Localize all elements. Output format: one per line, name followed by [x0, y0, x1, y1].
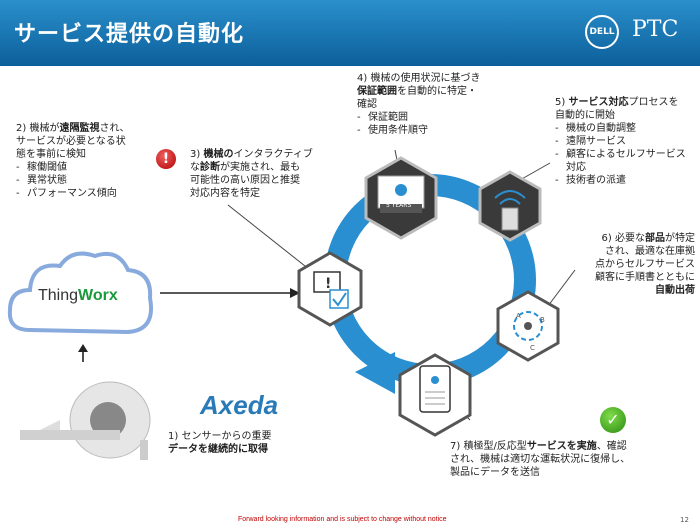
- step2-text: 2) 機械が遠隔監視され、 サービスが必要となる状 態を事前に検知 稼働閾値 異…: [16, 122, 166, 200]
- check-icon: ✓: [600, 407, 626, 433]
- step4-text: 4) 機械の使用状況に基づき 保証範囲を自動的に特定・ 確認 保証範囲 使用条件…: [357, 72, 517, 137]
- step4-list: 保証範囲 使用条件順守: [357, 111, 517, 137]
- warranty-label: 5 YEARS: [386, 202, 412, 209]
- list-item: 使用条件順守: [357, 124, 517, 137]
- hex-warranty: [364, 156, 438, 240]
- connector-arrowhead: [290, 288, 300, 298]
- page-title: サービス提供の自動化: [14, 22, 245, 47]
- parts-label-c: C: [530, 344, 535, 352]
- alert-icon: !: [156, 149, 176, 169]
- list-item: 保証範囲: [357, 111, 517, 124]
- list-item: 稼働閾値: [16, 161, 166, 174]
- footer-notice: Forward looking information and is subje…: [238, 516, 447, 523]
- cycle-arrowhead: [355, 352, 395, 394]
- pointer-step3: [227, 204, 311, 271]
- cycle-gap: [320, 352, 392, 398]
- parts-label-b: B: [540, 316, 545, 324]
- step6-text: 6) 必要な部品が特定 され、最適な在庫拠 点からセルフサービス 顧客に手順書と…: [595, 233, 695, 296]
- dell-logo: DELL: [585, 15, 619, 49]
- step7-text: 7) 積極型/反応型サービスを実施、確認 され、機械は適切な運転状況に復帰し、 …: [450, 441, 631, 478]
- hex-service: [478, 170, 542, 242]
- pointer-step5: [519, 162, 551, 181]
- scanner-image: [20, 381, 151, 460]
- parts-label-a: A: [516, 312, 521, 320]
- step2-list: 稼働閾値 異常状態 パフォーマンス傾向: [16, 161, 166, 200]
- cloud-icon: [7, 251, 153, 335]
- up-arrowhead: [78, 344, 88, 352]
- hex-diagnostics: !: [297, 251, 363, 327]
- list-item: 遠隔サービス: [555, 135, 695, 148]
- hex-parts: [496, 290, 560, 362]
- step3-text: 3) 機械のインタラクティブ な診断が実施され、最も 可能性の高い原因と推奨 対…: [190, 149, 313, 199]
- step5-list: 機械の自動調整 遠隔サービス 顧客によるセルフサービス対応 技術者の派遣: [555, 122, 695, 187]
- hex-execution: [398, 353, 472, 437]
- list-item: 異常状態: [16, 174, 166, 187]
- list-item: 機械の自動調整: [555, 122, 695, 135]
- step1-text: 1) センサーからの重要 データを継続的に取得: [168, 431, 272, 455]
- svg-text:!: !: [325, 276, 331, 292]
- step5-text: 5) サービス対応プロセスを 自動的に開始 機械の自動調整 遠隔サービス 顧客に…: [555, 96, 695, 187]
- header-bar: サービス提供の自動化 DELL PTC: [0, 0, 700, 66]
- axeda-logo: Axeda: [200, 390, 279, 420]
- ptc-logo: PTC: [632, 17, 679, 42]
- list-item: パフォーマンス傾向: [16, 187, 166, 200]
- thingworx-logo: ThingWorx: [38, 287, 118, 304]
- page-number: 12: [680, 516, 689, 524]
- list-item: 技術者の派遣: [555, 174, 695, 187]
- list-item: 顧客によるセルフサービス対応: [555, 148, 695, 174]
